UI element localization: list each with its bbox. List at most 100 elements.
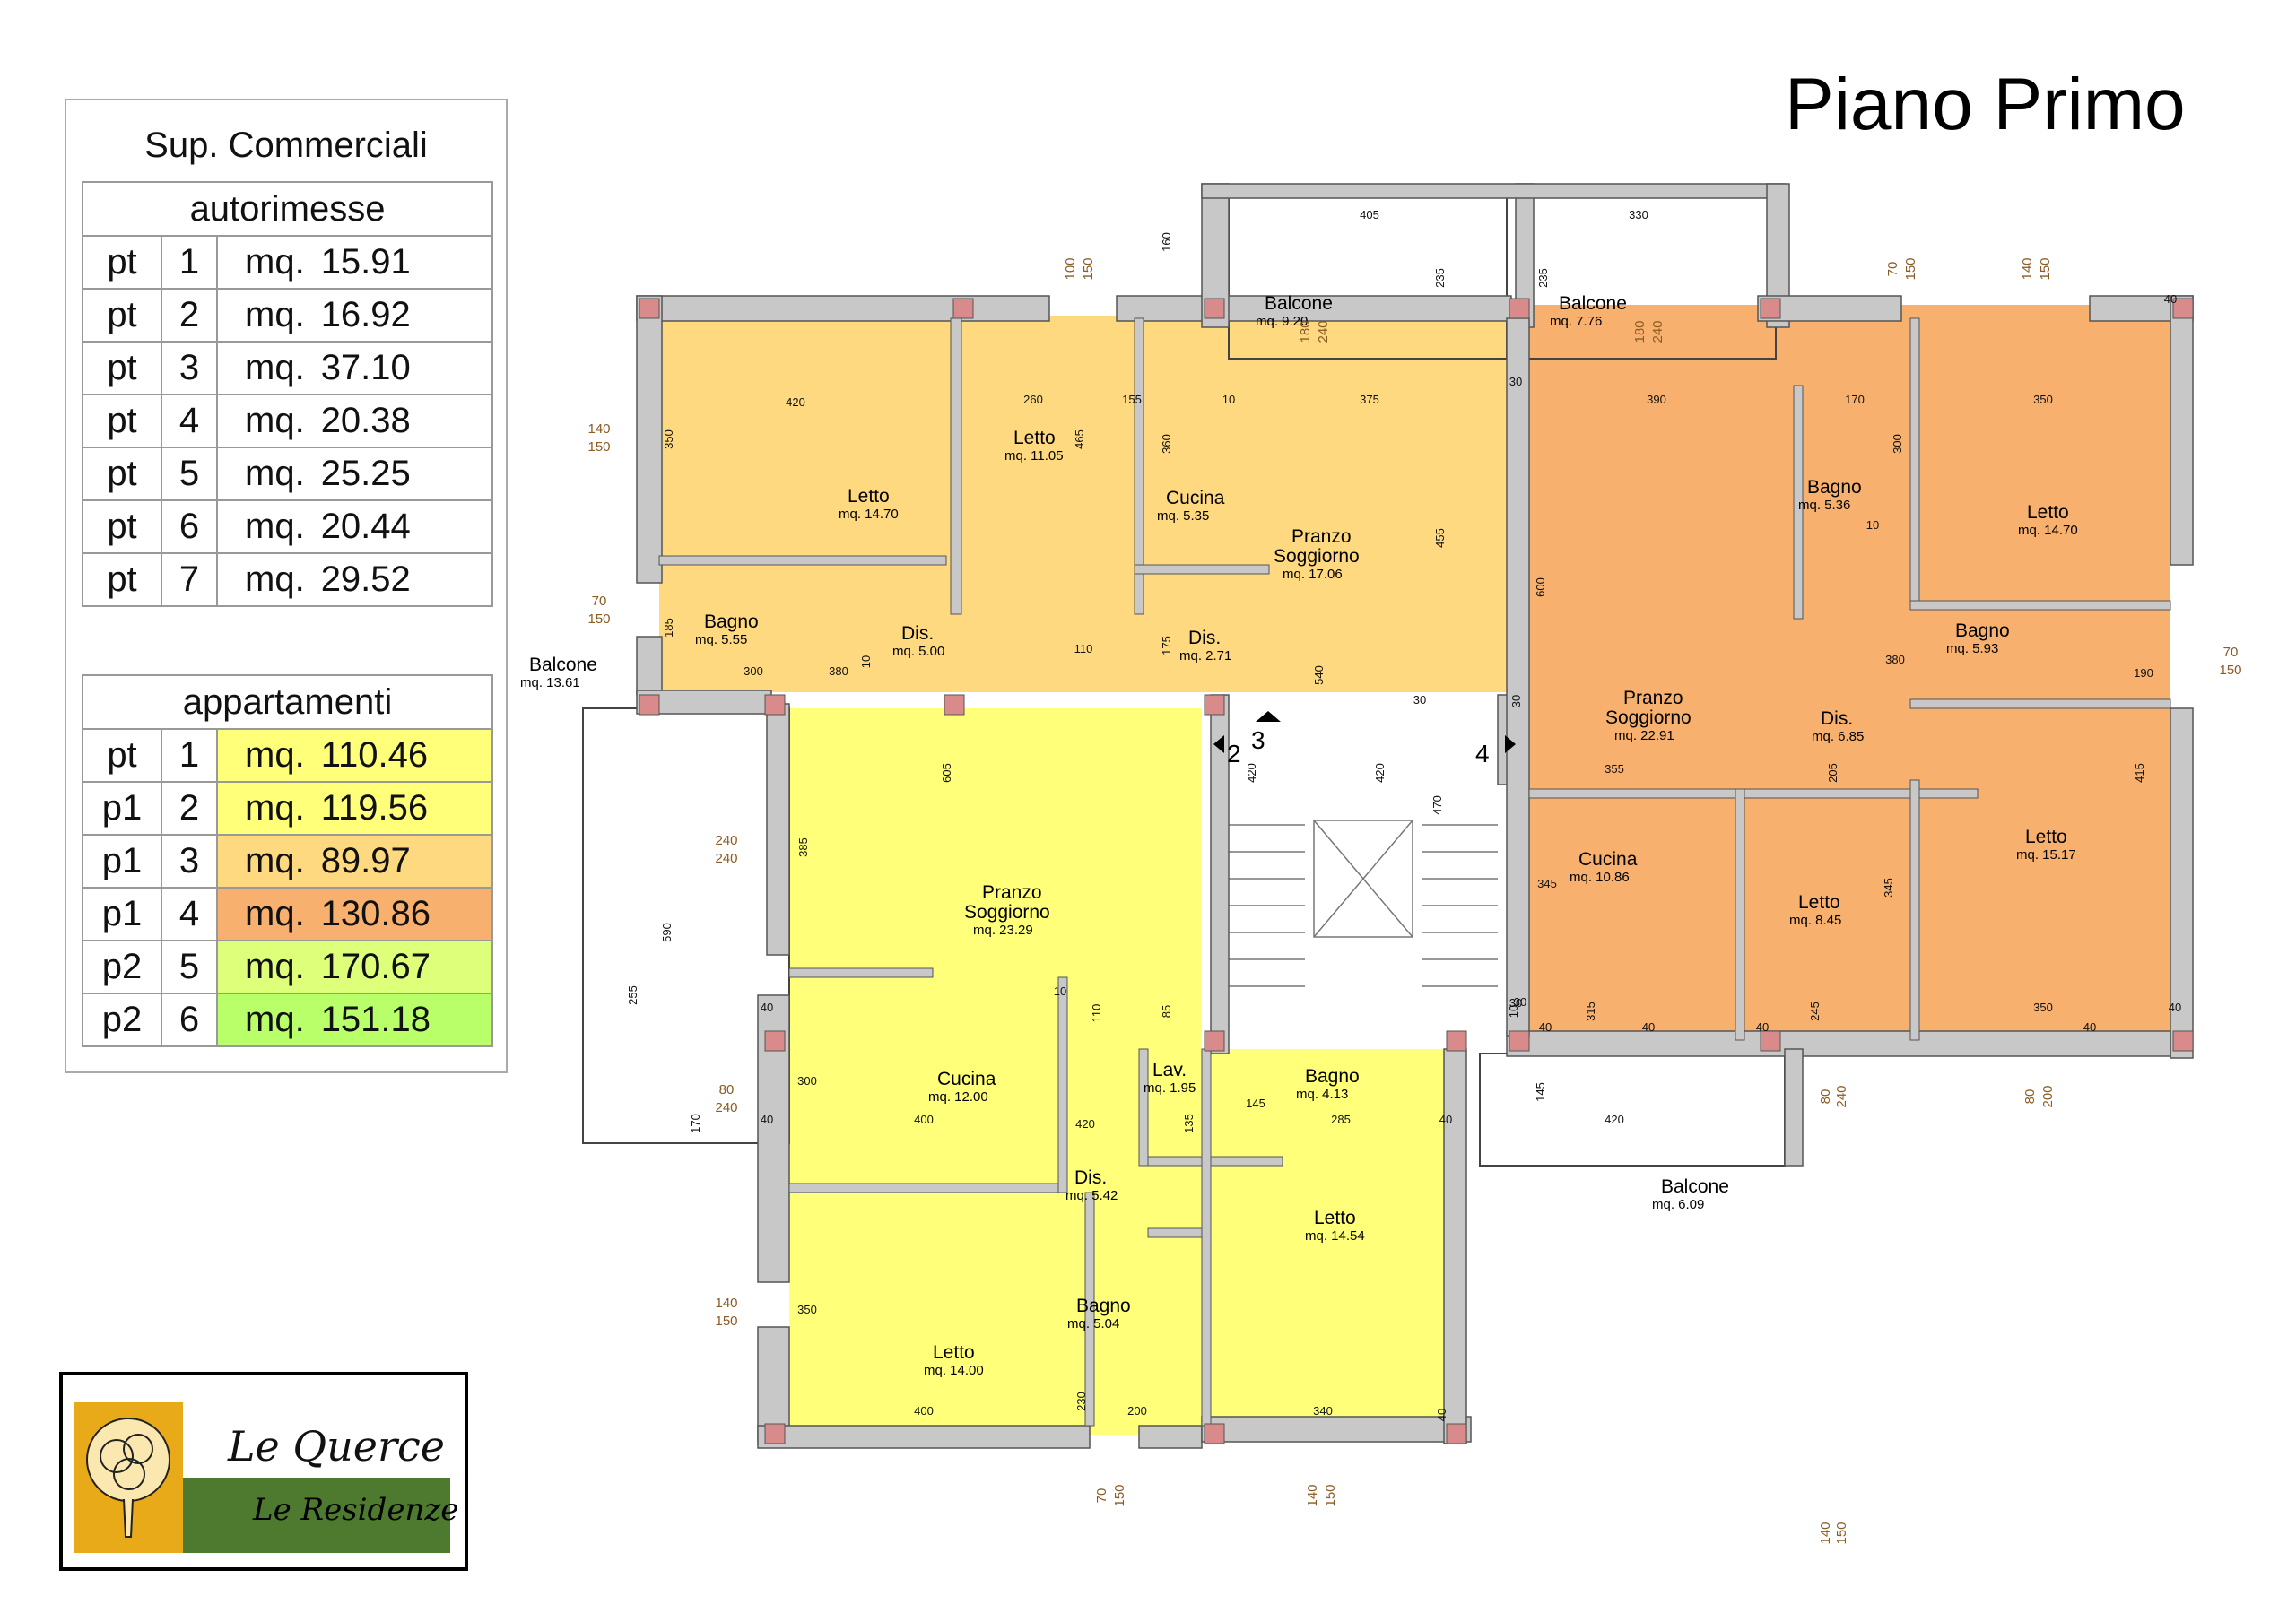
floor-cell: p1 — [82, 887, 162, 941]
room-name: Letto — [2025, 827, 2067, 847]
dimension-label: 30 — [1509, 375, 1522, 388]
floor-cell: pt — [82, 447, 162, 501]
room-area: mq. 14.70 — [2018, 523, 2078, 538]
area-prefix: mq. — [245, 1000, 305, 1039]
room-name: Cucina — [1166, 488, 1225, 508]
dimension-label: 235 — [1433, 268, 1447, 288]
area-cell: mq.151.18 — [216, 993, 493, 1047]
dimension-label: 230 — [1074, 1392, 1088, 1411]
pillars — [639, 298, 2194, 1444]
room-area: mq. 6.09 — [1652, 1197, 1704, 1212]
dimension-label: 80 — [2022, 1089, 2038, 1105]
area-value: 20.44 — [320, 507, 411, 546]
room-area: mq. 9.20 — [1256, 314, 1308, 329]
dimension-label: 350 — [2033, 1001, 2053, 1014]
dimension-label: 400 — [914, 1113, 934, 1126]
room-name: Letto — [1013, 428, 1056, 448]
dimension-label: 30 — [1514, 995, 1526, 1009]
room-name: Dis. — [1188, 628, 1221, 648]
area-prefix: mq. — [245, 559, 305, 599]
area-value: 37.10 — [320, 348, 411, 387]
area-value: 89.97 — [320, 841, 411, 880]
stair-mark-4: 4 — [1475, 740, 1490, 768]
dimension-label: 240 — [715, 1100, 737, 1115]
dimension-label: 10 — [1507, 1005, 1520, 1018]
dimension-label: 140 — [1305, 1484, 1320, 1506]
room-name: Bagno — [1955, 620, 2010, 641]
room-area: mq. 13.61 — [520, 675, 580, 690]
dimension-label: 40 — [761, 1113, 773, 1126]
room-area: mq. 1.95 — [1144, 1080, 1196, 1096]
room-name-line2: Soggiorno — [964, 902, 1050, 923]
room-name: Pranzo — [1292, 526, 1352, 547]
dimension-label: 420 — [1605, 1113, 1624, 1126]
room-area: mq. 6.85 — [1812, 729, 1864, 744]
area-prefix: mq. — [245, 788, 305, 828]
unit-number-cell: 2 — [161, 288, 218, 343]
dimension-label: 420 — [786, 395, 805, 409]
dimension-label: 390 — [1647, 393, 1666, 406]
room-name: Letto — [848, 486, 890, 507]
dimension-label: 470 — [1431, 795, 1444, 815]
dimension-label: 70 — [1885, 262, 1900, 277]
stairs — [1229, 820, 1498, 987]
dimension-label: 385 — [796, 837, 810, 857]
room-name: Cucina — [937, 1069, 996, 1089]
room-area: mq. 5.35 — [1157, 508, 1209, 524]
garages-header: autorimesse — [82, 181, 493, 237]
dimension-label: 420 — [1075, 1117, 1095, 1131]
dimension-label: 160 — [1160, 232, 1173, 252]
tree-logo-mark — [74, 1402, 183, 1553]
dimension-label: 150 — [587, 612, 610, 627]
dimension-label: 200 — [2040, 1085, 2056, 1107]
dimension-label: 140 — [1818, 1522, 1833, 1544]
area-cell: mq.110.46 — [216, 728, 493, 783]
dimension-label: 140 — [715, 1296, 737, 1311]
dimension-label: 260 — [1023, 393, 1043, 406]
dimension-label: 135 — [1182, 1114, 1196, 1133]
dimension-label: 80 — [719, 1082, 735, 1097]
floor-cell: p1 — [82, 834, 162, 889]
dimension-label: 40 — [1642, 1020, 1655, 1034]
stair-mark-3: 3 — [1251, 726, 1265, 754]
dimension-label: 40 — [2169, 1001, 2181, 1014]
room-name: Pranzo — [1623, 688, 1683, 708]
dimension-label: 150 — [1112, 1484, 1127, 1506]
room-label-group: Lav.mq. 1.95 — [1144, 1060, 1196, 1096]
dimension-label: 420 — [1245, 763, 1258, 783]
dimension-label: 350 — [2033, 393, 2053, 406]
room-name: Cucina — [1578, 849, 1638, 870]
room-name: Bagno — [1076, 1296, 1131, 1316]
room-label-group: Dis.mq. 5.42 — [1065, 1167, 1118, 1203]
dimension-label: 240 — [715, 833, 737, 848]
room-area: mq. 5.04 — [1067, 1316, 1119, 1331]
dimension-label: 330 — [1629, 208, 1648, 221]
unit-number-cell: 3 — [161, 834, 218, 889]
stair-markers: 2 3 4 — [1213, 711, 1516, 768]
dimension-label: 110 — [1074, 642, 1093, 655]
area-cell: mq.89.97 — [216, 834, 493, 889]
interior-walls — [658, 317, 2171, 1427]
dimension-label: 10 — [1866, 518, 1879, 532]
room-area: mq. 22.91 — [1614, 728, 1674, 743]
area-prefix: mq. — [245, 295, 305, 334]
dimension-label: 420 — [1373, 763, 1387, 783]
room-area: mq. 14.00 — [924, 1363, 984, 1378]
dimension-label: 40 — [1435, 1409, 1448, 1421]
dimension-label: 80 — [1818, 1089, 1833, 1105]
room-area: mq. 11.05 — [1004, 448, 1064, 464]
dimension-label: 465 — [1073, 429, 1086, 449]
area-value: 110.46 — [320, 735, 429, 775]
